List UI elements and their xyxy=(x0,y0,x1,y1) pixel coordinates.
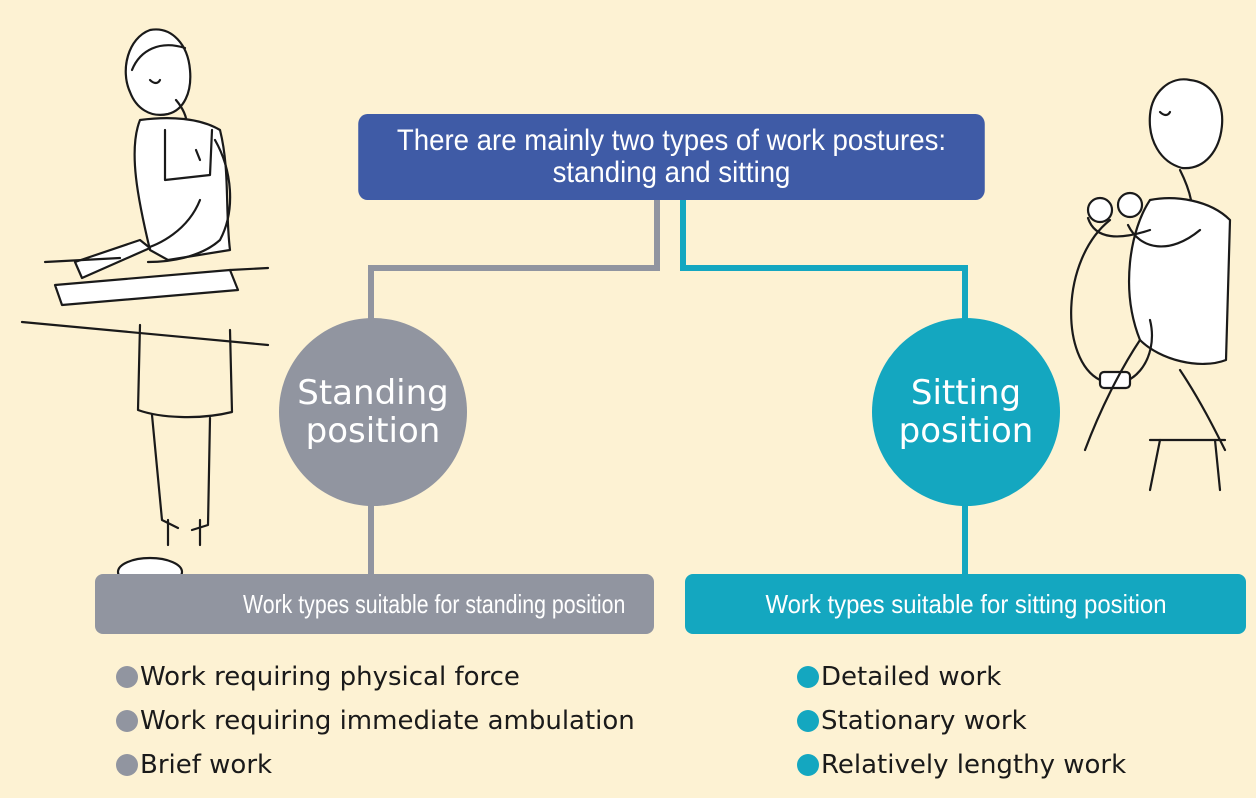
list-item: Relatively lengthy work xyxy=(797,743,1126,787)
sitting-position-circle: Sitting position xyxy=(872,318,1060,506)
bullet-dot-icon xyxy=(797,666,819,688)
list-item: Brief work xyxy=(116,743,635,787)
bullet-dot-icon xyxy=(797,754,819,776)
diagram-title: There are mainly two types of work postu… xyxy=(358,114,985,200)
standing-work-list: Work requiring physical force Work requi… xyxy=(116,655,635,787)
list-item: Work requiring immediate ambulation xyxy=(116,699,635,743)
sitting-circle-line-2: position xyxy=(898,411,1034,451)
sitting-circle-line-1: Sitting xyxy=(910,373,1022,413)
list-item-label: Relatively lengthy work xyxy=(821,750,1127,780)
sitting-connector xyxy=(680,200,968,320)
list-item-label: Stationary work xyxy=(821,706,1027,736)
standing-work-types-header: Work types suitable for standing positio… xyxy=(95,574,654,634)
standing-circle-line-1: Standing xyxy=(297,373,449,413)
list-item-label: Brief work xyxy=(140,750,273,780)
list-item-label: Detailed work xyxy=(821,662,1002,692)
standing-connector xyxy=(368,200,660,320)
sitting-work-list: Detailed work Stationary work Relatively… xyxy=(797,655,1126,787)
standing-circle-line-2: position xyxy=(305,411,441,451)
sitting-header-label: Work types suitable for sitting position xyxy=(764,588,1167,619)
bullet-dot-icon xyxy=(116,666,138,688)
list-item: Stationary work xyxy=(797,699,1126,743)
list-item-label: Work requiring physical force xyxy=(140,662,520,692)
standing-position-circle: Standing position xyxy=(279,318,467,506)
bullet-dot-icon xyxy=(116,710,138,732)
bullet-dot-icon xyxy=(116,754,138,776)
title-line-2: standing and sitting xyxy=(552,156,791,189)
sitting-work-types-header: Work types suitable for sitting position xyxy=(685,574,1246,634)
list-item: Work requiring physical force xyxy=(116,655,635,699)
standing-header-label: Work types suitable for standing positio… xyxy=(243,588,626,619)
title-line-1: There are mainly two types of work postu… xyxy=(396,124,947,157)
list-item: Detailed work xyxy=(797,655,1126,699)
bullet-dot-icon xyxy=(797,710,819,732)
list-item-label: Work requiring immediate ambulation xyxy=(140,706,635,736)
